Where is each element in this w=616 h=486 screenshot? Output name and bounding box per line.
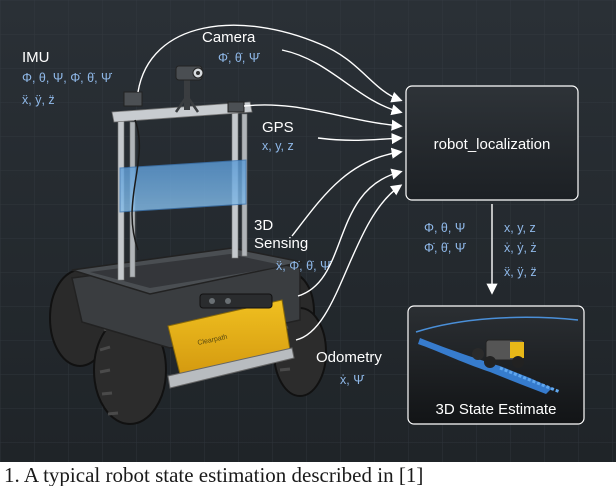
robot-localization-box [405, 85, 579, 201]
sensing3d-vars: ẍ, Φ̇, θ̇, Ψ̇ [276, 259, 331, 273]
front-bumper [167, 347, 295, 389]
estimate-path-band [418, 338, 552, 394]
estimate-horizon [415, 316, 579, 333]
depth-sensor [199, 293, 273, 309]
arrow-gps-side [243, 104, 403, 131]
arrow-odometry [295, 184, 403, 341]
robot-illustration: Clearpath [49, 65, 327, 425]
deck-plate [90, 254, 286, 288]
sensor-arrows [137, 24, 403, 341]
camera-mount [184, 80, 190, 110]
camera-tripod [174, 95, 200, 113]
arrow-camera [281, 49, 403, 116]
output-right-col3: ẍ, ÿ, z̈ [504, 265, 537, 279]
arrow-depth [297, 168, 403, 297]
sensing3d-label-line2: Sensing [254, 235, 308, 252]
arrow-imu [137, 24, 403, 103]
odometry-vars: ẋ, Ψ̇ [340, 373, 365, 387]
gps-label: GPS [262, 119, 294, 136]
imu-label: IMU [22, 49, 50, 66]
camera-label: Camera [202, 29, 256, 46]
sensor-panel [119, 159, 247, 213]
output-right-col2: ẋ, ẏ, ż [504, 241, 537, 255]
imu-vars-line2: ẍ, ÿ, z̈ [22, 93, 55, 107]
arrow-gps [317, 132, 403, 145]
odometry-label: Odometry [316, 349, 382, 366]
robot-localization-label: robot_localization [434, 136, 551, 153]
state-estimate-label: 3D State Estimate [436, 401, 557, 418]
output-right-col1: x, y, z [504, 221, 536, 235]
camera-vars: Φ̇, θ̇, Ψ̇ [218, 51, 260, 65]
output-left-col1: Φ, θ, Ψ [424, 221, 465, 235]
estimate-render [415, 316, 579, 394]
arrow-3d-sensing [291, 147, 403, 237]
gps-sensor-block [227, 101, 245, 113]
estimate-robot-wheel-2 [512, 356, 524, 368]
estimate-robot-wheel-3 [472, 348, 484, 360]
imu-sensor-block [123, 91, 143, 107]
sensing3d-label-line1: 3D [254, 217, 273, 234]
camera-lens-center [196, 71, 200, 75]
output-left-col2: Φ̇, θ̇, Ψ̇ [424, 241, 466, 255]
estimate-robot-yellow [510, 342, 524, 358]
imu-vars-line1: Φ, θ, Ψ, Φ̇, θ̇, Ψ̇ [22, 71, 112, 85]
mast-crossbar [111, 101, 253, 123]
estimate-trajectory [499, 366, 561, 394]
estimate-robot-wheel-1 [484, 356, 496, 368]
depth-sensor-lens-2 [225, 298, 231, 304]
figure-caption: 1. A typical robot state estimation desc… [4, 463, 423, 486]
robot-cable [131, 119, 141, 251]
depth-sensor-lens-1 [209, 298, 215, 304]
gps-vars: x, y, z [262, 139, 294, 153]
